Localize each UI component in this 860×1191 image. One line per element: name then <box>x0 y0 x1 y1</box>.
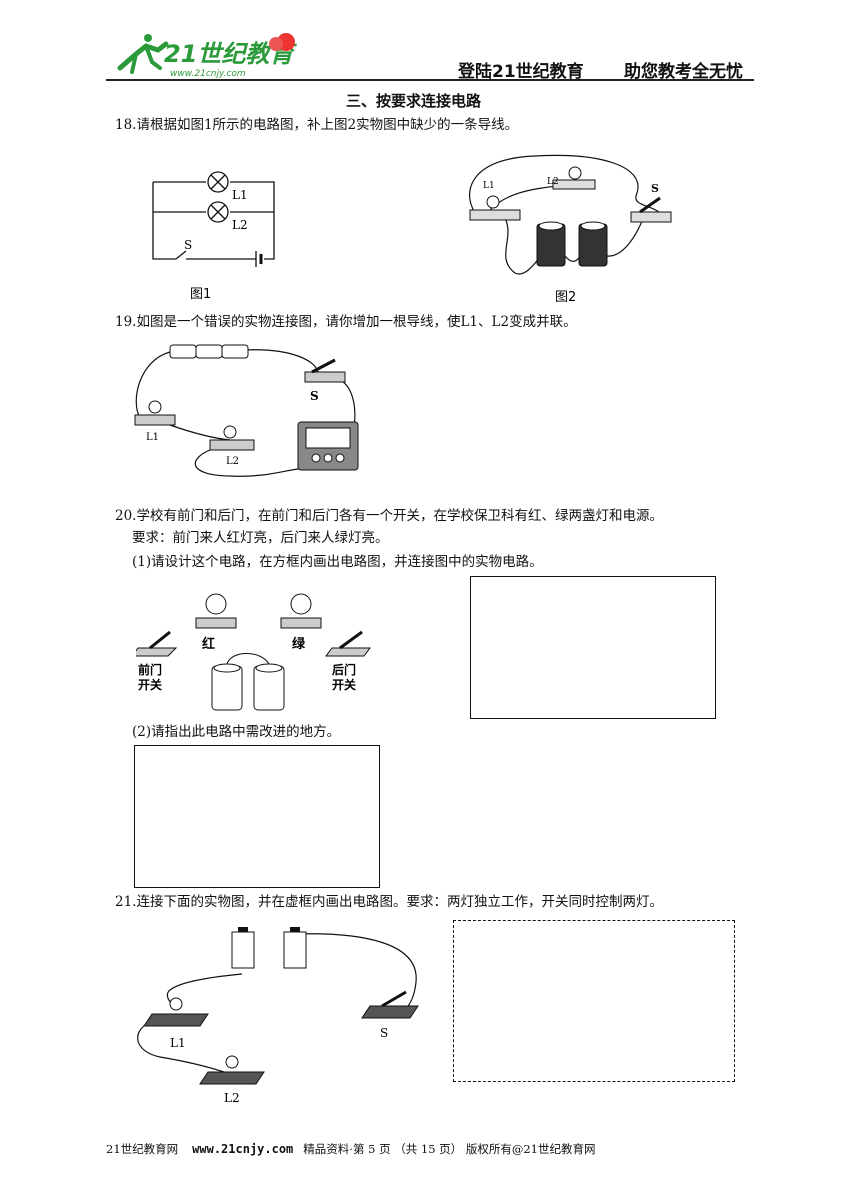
header-divider <box>106 79 754 81</box>
fig2-label-s: S <box>651 182 659 195</box>
q20-improvement-answer-box[interactable] <box>134 745 380 888</box>
q18-bulb-l1 <box>469 195 521 221</box>
page-footer: 21世纪教育网 www.21cnjy.com 精品资料·第 5 页 （共 15 页）… <box>106 1141 595 1157</box>
q19-label-l2: L2 <box>226 456 239 467</box>
q20-label-front-1: 前门 <box>138 662 162 677</box>
q21-label-s: S <box>380 1026 388 1040</box>
fig1-label-s: S <box>184 238 192 252</box>
q21-switch <box>361 990 419 1019</box>
q19-battery-pack <box>169 344 249 359</box>
q20-label-green: 绿 <box>292 636 306 652</box>
q21-apparatus: S L1 L2 <box>137 927 419 1104</box>
question-20-line-2: 要求：前门来人红灯亮，后门来人绿灯亮。 <box>132 530 389 546</box>
fig2-label-l2: L2 <box>547 177 559 187</box>
q19-label-l1: L1 <box>146 432 159 443</box>
q21-battery-1 <box>231 927 255 969</box>
q20-back-switch <box>325 630 371 657</box>
q21-label-l2: L2 <box>224 1091 240 1104</box>
q21-bulb-l2 <box>199 1055 265 1085</box>
q20-label-back-1: 后门 <box>332 662 356 677</box>
fig1-label-l1: L1 <box>232 188 248 202</box>
q21-label-l1: L1 <box>170 1036 186 1050</box>
question-18-text: 18.请根据如图1所示的电路图，补上图2实物图中缺少的一条导线。 <box>115 117 519 133</box>
q18-bulb-l2 <box>552 166 596 190</box>
section-title: 三、按要求连接电路 <box>346 92 482 110</box>
figure-1-caption: 图1 <box>190 287 211 302</box>
q19-switch <box>304 358 346 383</box>
question-20-part-1: (1)请设计这个电路，在方框内画出电路图，并连接图中的实物电路。 <box>132 554 543 570</box>
q20-label-red: 红 <box>202 636 215 652</box>
figure-2-caption: 图2 <box>555 290 576 305</box>
q20-bulb-red <box>195 593 237 629</box>
runner-icon <box>117 34 169 74</box>
slogan-right: 助您教考全无忧 <box>624 62 743 82</box>
q21-circuit-diagram-dashed-box[interactable] <box>453 920 735 1082</box>
q19-ammeter <box>297 421 359 471</box>
q19-apparatus: S L1 L2 <box>134 344 359 477</box>
q18-battery-cells <box>536 221 608 267</box>
footer-url[interactable]: www.21cnjy.com <box>192 1142 294 1156</box>
q19-bulb-l2 <box>209 425 255 451</box>
fig2-label-l1: L1 <box>483 181 495 191</box>
footer-site: 21世纪教育网 <box>106 1142 179 1156</box>
footer-info: 精品资料·第 5 页 （共 15 页） 版权所有@21世纪教育网 <box>303 1142 596 1156</box>
q19-label-s: S <box>310 389 319 403</box>
q18-figure-1-circuit: L1 L2 S 图1 <box>152 171 275 302</box>
q20-apparatus: 红 绿 前门 开关 后门 开关 <box>136 593 371 711</box>
q18-figure-2-apparatus: L1 L2 S 图2 <box>469 154 672 305</box>
question-19-text: 19.如图是一个错误的实物连接图，请你增加一根导线，使L1、L2变成并联。 <box>115 314 577 330</box>
q20-bulb-green <box>280 593 322 629</box>
q21-bulb-l1 <box>143 997 209 1027</box>
q20-label-front-2: 开关 <box>138 677 162 692</box>
logo-url-text: www.21cnjy.com <box>170 69 246 79</box>
question-20-line-1: 20.学校有前门和后门，在前门和后门各有一个开关，在学校保卫科有红、绿两盏灯和电… <box>115 508 663 524</box>
q20-front-switch <box>136 630 178 657</box>
slogan-left: 登陆21世纪教育 <box>458 62 584 82</box>
q19-bulb-l1 <box>134 400 176 426</box>
q20-circuit-diagram-answer-box[interactable] <box>470 576 716 719</box>
q18-switch <box>630 196 672 223</box>
question-20-part-2: (2)请指出此电路中需改进的地方。 <box>132 724 341 740</box>
q20-battery-cells <box>211 653 285 711</box>
q20-label-back-2: 开关 <box>332 677 356 692</box>
site-logo: 21世纪教育 www.21cnjy.com <box>106 28 306 80</box>
q21-battery-2 <box>283 927 307 969</box>
fig1-label-l2: L2 <box>232 218 248 232</box>
question-21-text: 21.连接下面的实物图，并在虚框内画出电路图。要求：两灯独立工作，开关同时控制两… <box>115 894 663 910</box>
